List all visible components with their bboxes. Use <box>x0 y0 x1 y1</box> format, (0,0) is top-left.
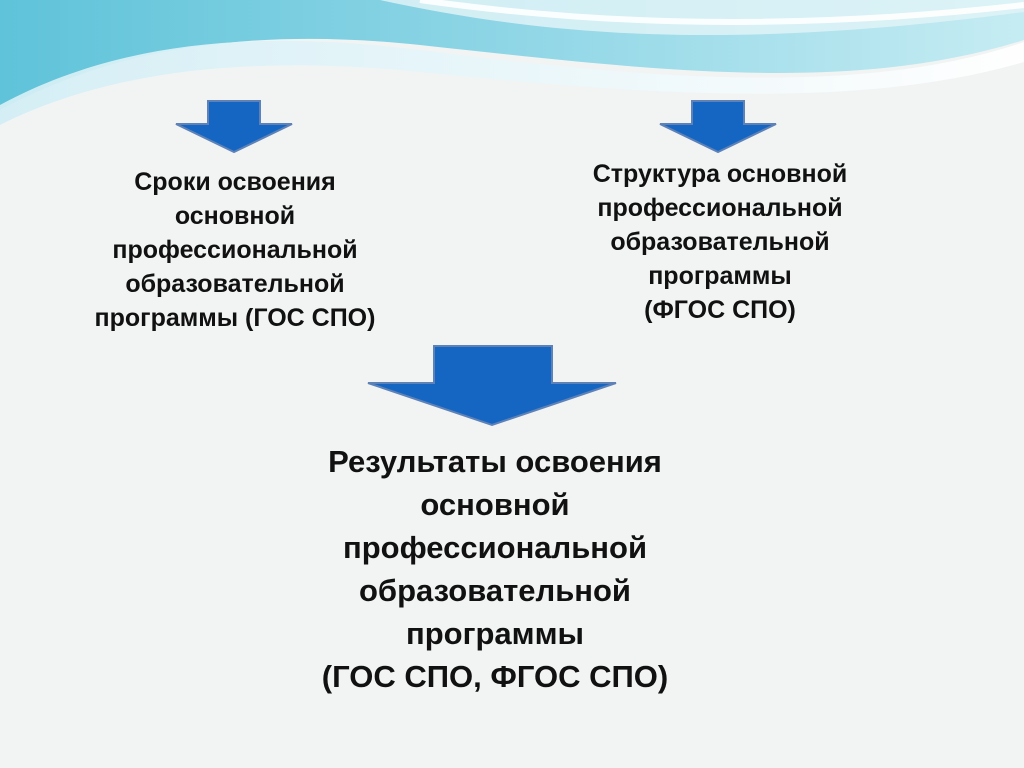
left-block-text: Сроки освоения основной профессиональной… <box>94 168 376 332</box>
bottom-block-text: Результаты освоения основной профессиона… <box>321 444 669 694</box>
wave-band-mid <box>380 0 1024 36</box>
right-down-arrow-icon <box>659 100 777 154</box>
right-block-text: Структура основной профессиональной обра… <box>592 160 848 324</box>
wave-highlight <box>419 0 1024 25</box>
wave-band-light <box>0 40 1024 125</box>
wave-header-decoration <box>0 0 1024 125</box>
center-down-arrow-icon <box>367 345 617 427</box>
left-down-arrow-icon <box>175 100 293 154</box>
